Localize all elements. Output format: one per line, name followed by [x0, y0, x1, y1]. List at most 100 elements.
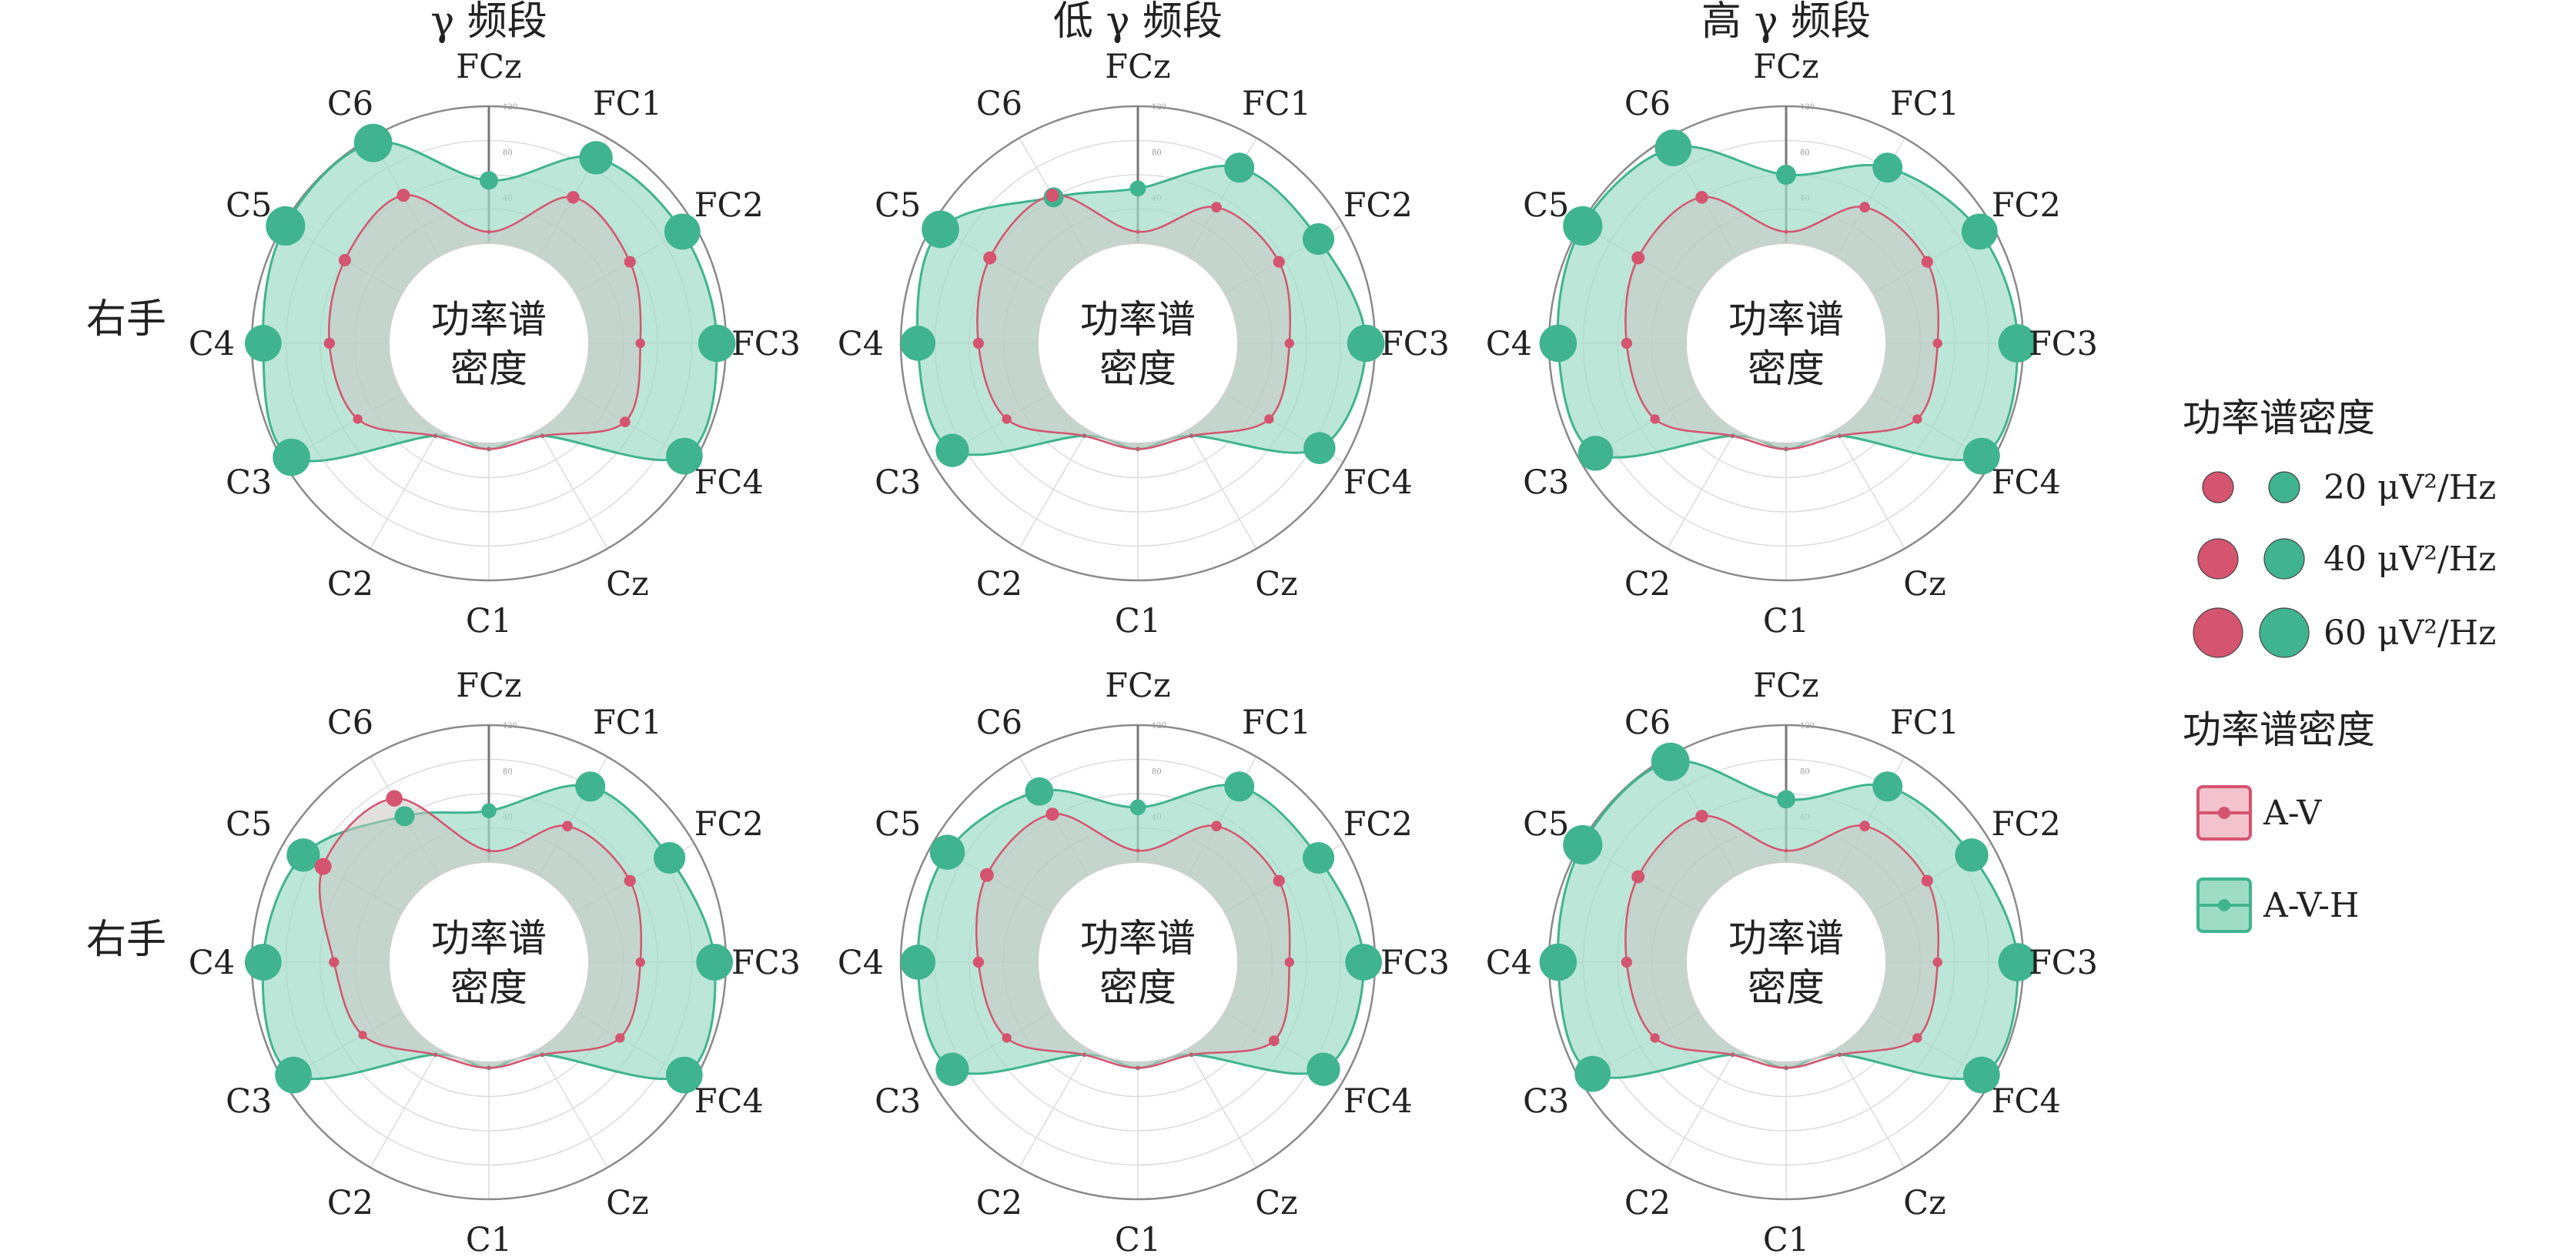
point-A-V-FC4	[1268, 1035, 1280, 1046]
legend-size-40-avh	[2263, 538, 2305, 580]
point-A-V-H-FCz	[1776, 165, 1796, 185]
point-A-V-FC3	[1932, 957, 1942, 968]
radar-panel-6: 1208040功率谱密度FCzFC1FC2FC3FC4CzC1C2C3C4C5C…	[1486, 667, 2098, 1257]
radar-panels: 1208040功率谱密度FCzFC1FC2FC3FC4CzC1C2C3C4C5C…	[189, 48, 2098, 1257]
point-A-V-FC4	[615, 1033, 625, 1043]
channel-label-FC4: FC4	[694, 1082, 764, 1121]
center-disk	[1685, 242, 1887, 444]
point-A-V-H-C4	[900, 326, 935, 361]
point-A-V-H-C5	[1563, 824, 1603, 865]
point-A-V-H-FC4	[1303, 432, 1336, 464]
channel-label-FC4: FC4	[1343, 1082, 1413, 1121]
channel-label-FC2: FC2	[1992, 805, 2061, 844]
point-A-V-H-C5	[929, 834, 965, 870]
point-A-V-H-C5	[266, 206, 306, 246]
point-A-V-H-FC2	[1303, 222, 1335, 256]
channel-label-C2: C2	[1624, 565, 1671, 603]
point-A-V-Cz	[540, 1052, 544, 1057]
point-A-V-FC3	[1284, 957, 1294, 968]
channel-label-Cz: Cz	[1255, 565, 1298, 603]
center-label: 功率谱	[1080, 916, 1196, 961]
radial-tick-label: 120	[1152, 722, 1166, 730]
legend-av-marker	[2218, 807, 2230, 819]
center-label: 密度	[1099, 346, 1176, 391]
radar-panel-3: 1208040功率谱密度FCzFC1FC2FC3FC4CzC1C2C3C4C5C…	[1486, 48, 2098, 640]
point-A-V-FC2	[624, 256, 636, 268]
point-A-V-C4	[329, 957, 340, 968]
point-A-V-C5	[338, 254, 351, 266]
grid-spoke	[1019, 1048, 1089, 1168]
channel-label-C3: C3	[1523, 1082, 1569, 1121]
channel-label-C6: C6	[976, 704, 1022, 742]
point-A-V-H-C3	[935, 1052, 969, 1086]
legend-series-title: 功率谱密度	[2183, 707, 2375, 752]
point-A-V-H-FC4	[666, 437, 703, 475]
point-A-V-FC1	[1859, 821, 1870, 832]
center-label: 密度	[450, 965, 527, 1010]
channel-label-C5: C5	[1523, 186, 1569, 225]
point-A-V-H-FC3	[1998, 943, 2037, 981]
point-A-V-H-C6	[1654, 129, 1692, 166]
row-label-bottom: 右手	[86, 917, 166, 963]
grid-spoke	[1667, 430, 1737, 550]
legend-size-60-label: 60 μV²/Hz	[2323, 613, 2496, 653]
point-A-V-C6	[1045, 189, 1059, 202]
grid-spoke	[538, 1048, 608, 1168]
point-A-V-H-C4	[1539, 943, 1577, 981]
channel-label-C1: C1	[466, 1221, 512, 1257]
channel-label-FC2: FC2	[694, 805, 764, 844]
column-title-low-gamma: 低 γ 频段	[1053, 0, 1223, 45]
point-A-V-FCz	[1784, 229, 1788, 234]
channel-label-FC2: FC2	[1992, 186, 2061, 225]
center-label: 密度	[450, 346, 527, 391]
channel-label-C1: C1	[1115, 1221, 1161, 1257]
channel-label-Cz: Cz	[1903, 565, 1946, 603]
channel-label-FC3: FC3	[2029, 944, 2098, 982]
radial-tick-label: 80	[503, 149, 513, 157]
point-A-V-C6	[1045, 807, 1059, 821]
center-label: 功率谱	[1728, 916, 1844, 961]
point-A-V-H-FC1	[1224, 152, 1255, 183]
point-A-V-H-FC3	[698, 324, 736, 363]
radial-tick-label: 120	[1800, 722, 1815, 730]
legend-av-label: A-V	[2263, 794, 2322, 833]
point-A-V-FCz	[1136, 229, 1140, 234]
channel-label-FC4: FC4	[1992, 463, 2061, 502]
legend-avh-label: A-V-H	[2263, 886, 2359, 925]
point-A-V-H-FC1	[579, 141, 613, 175]
point-A-V-FC3	[635, 957, 645, 968]
point-A-V-H-FC2	[664, 213, 701, 250]
channel-label-FC3: FC3	[1380, 944, 1450, 982]
channel-label-C5: C5	[875, 805, 921, 844]
point-A-V-FC3	[1284, 338, 1294, 349]
center-label: 密度	[1099, 965, 1176, 1010]
channel-label-C6: C6	[327, 85, 373, 123]
point-A-V-FCz	[1136, 848, 1140, 853]
legend-size-20-avh	[2268, 471, 2300, 503]
radial-tick-label: 80	[503, 767, 513, 776]
channel-label-Cz: Cz	[606, 565, 649, 603]
channel-label-FC4: FC4	[1992, 1082, 2061, 1121]
channel-label-C2: C2	[976, 1184, 1022, 1222]
center-disk	[388, 861, 590, 1063]
point-A-V-H-C6	[353, 123, 393, 162]
channel-label-C3: C3	[875, 463, 921, 502]
point-A-V-C3	[1650, 1033, 1660, 1043]
point-A-V-H-FC2	[1961, 213, 1998, 250]
point-A-V-FC1	[562, 821, 573, 832]
channel-label-FC1: FC1	[1242, 704, 1311, 742]
channel-label-FC1: FC1	[1242, 85, 1311, 123]
point-A-V-C1	[1784, 446, 1788, 451]
point-A-V-C3	[1002, 1033, 1012, 1043]
point-A-V-Cz	[540, 433, 544, 438]
point-A-V-H-C3	[1577, 436, 1614, 471]
point-A-V-H-C4	[245, 944, 282, 981]
point-A-V-C3	[1002, 414, 1012, 424]
point-A-V-C5	[1631, 251, 1645, 265]
point-A-V-H-C5	[922, 210, 959, 249]
point-A-V-H-FCz	[480, 171, 498, 190]
point-A-V-H-FC4	[1963, 1056, 2000, 1094]
legend-size-20-av	[2202, 471, 2234, 503]
channel-label-C6: C6	[1624, 85, 1671, 123]
channel-label-FC3: FC3	[731, 944, 801, 982]
